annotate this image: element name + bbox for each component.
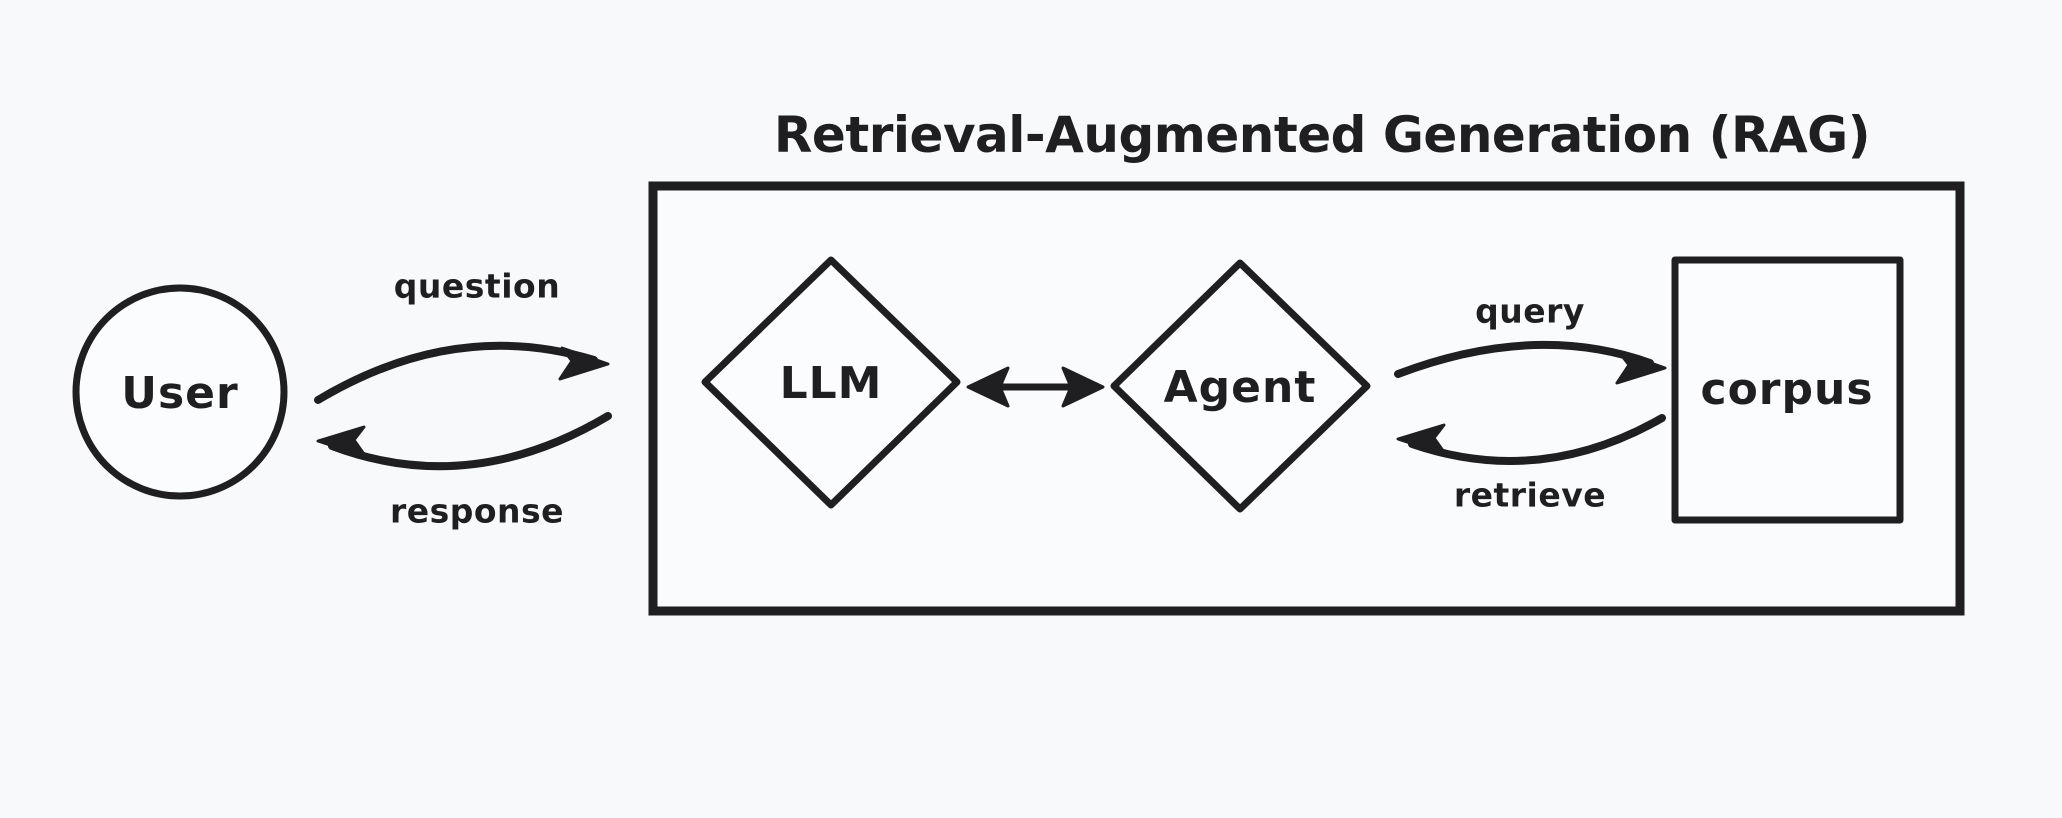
edge-response: response [316,412,612,531]
llm-diamond-outline [701,256,961,509]
node-user[interactable]: User [72,284,288,500]
node-llm[interactable]: LLM [701,256,961,509]
user-circle-outline [72,284,288,500]
edge-retrieve: retrieve [1396,414,1666,515]
node-agent[interactable]: Agent [1110,259,1371,513]
edge-question-label: question [394,267,560,306]
llm-agent-arrowhead-left [966,366,1010,408]
user-circle-fill [76,288,284,496]
question-arrowhead [558,346,610,381]
response-arrowhead [316,425,368,459]
response-arrow-line [328,412,612,471]
llm-agent-arrowhead-right [1061,366,1105,408]
node-corpus-label: corpus [1700,364,1873,415]
edge-retrieve-label: retrieve [1454,476,1606,515]
query-arrowhead [1615,350,1667,385]
retrieve-arrowhead [1396,423,1448,457]
node-corpus[interactable]: corpus [1671,256,1904,524]
node-llm-label: LLM [780,358,883,409]
edge-query: query [1394,292,1667,385]
edge-llm-agent [966,366,1105,408]
node-user-label: User [121,368,238,419]
edge-response-label: response [390,492,564,531]
diagram-title: Retrieval-Augmented Generation (RAG) [774,106,1870,164]
node-agent-label: Agent [1164,362,1317,413]
agent-diamond-outline [1110,259,1371,513]
question-arrow-line [314,341,598,404]
edge-query-label: query [1475,292,1585,331]
edge-question: question [314,267,610,404]
corpus-rect-fill [1675,260,1900,520]
corpus-rect-outline [1671,256,1904,524]
